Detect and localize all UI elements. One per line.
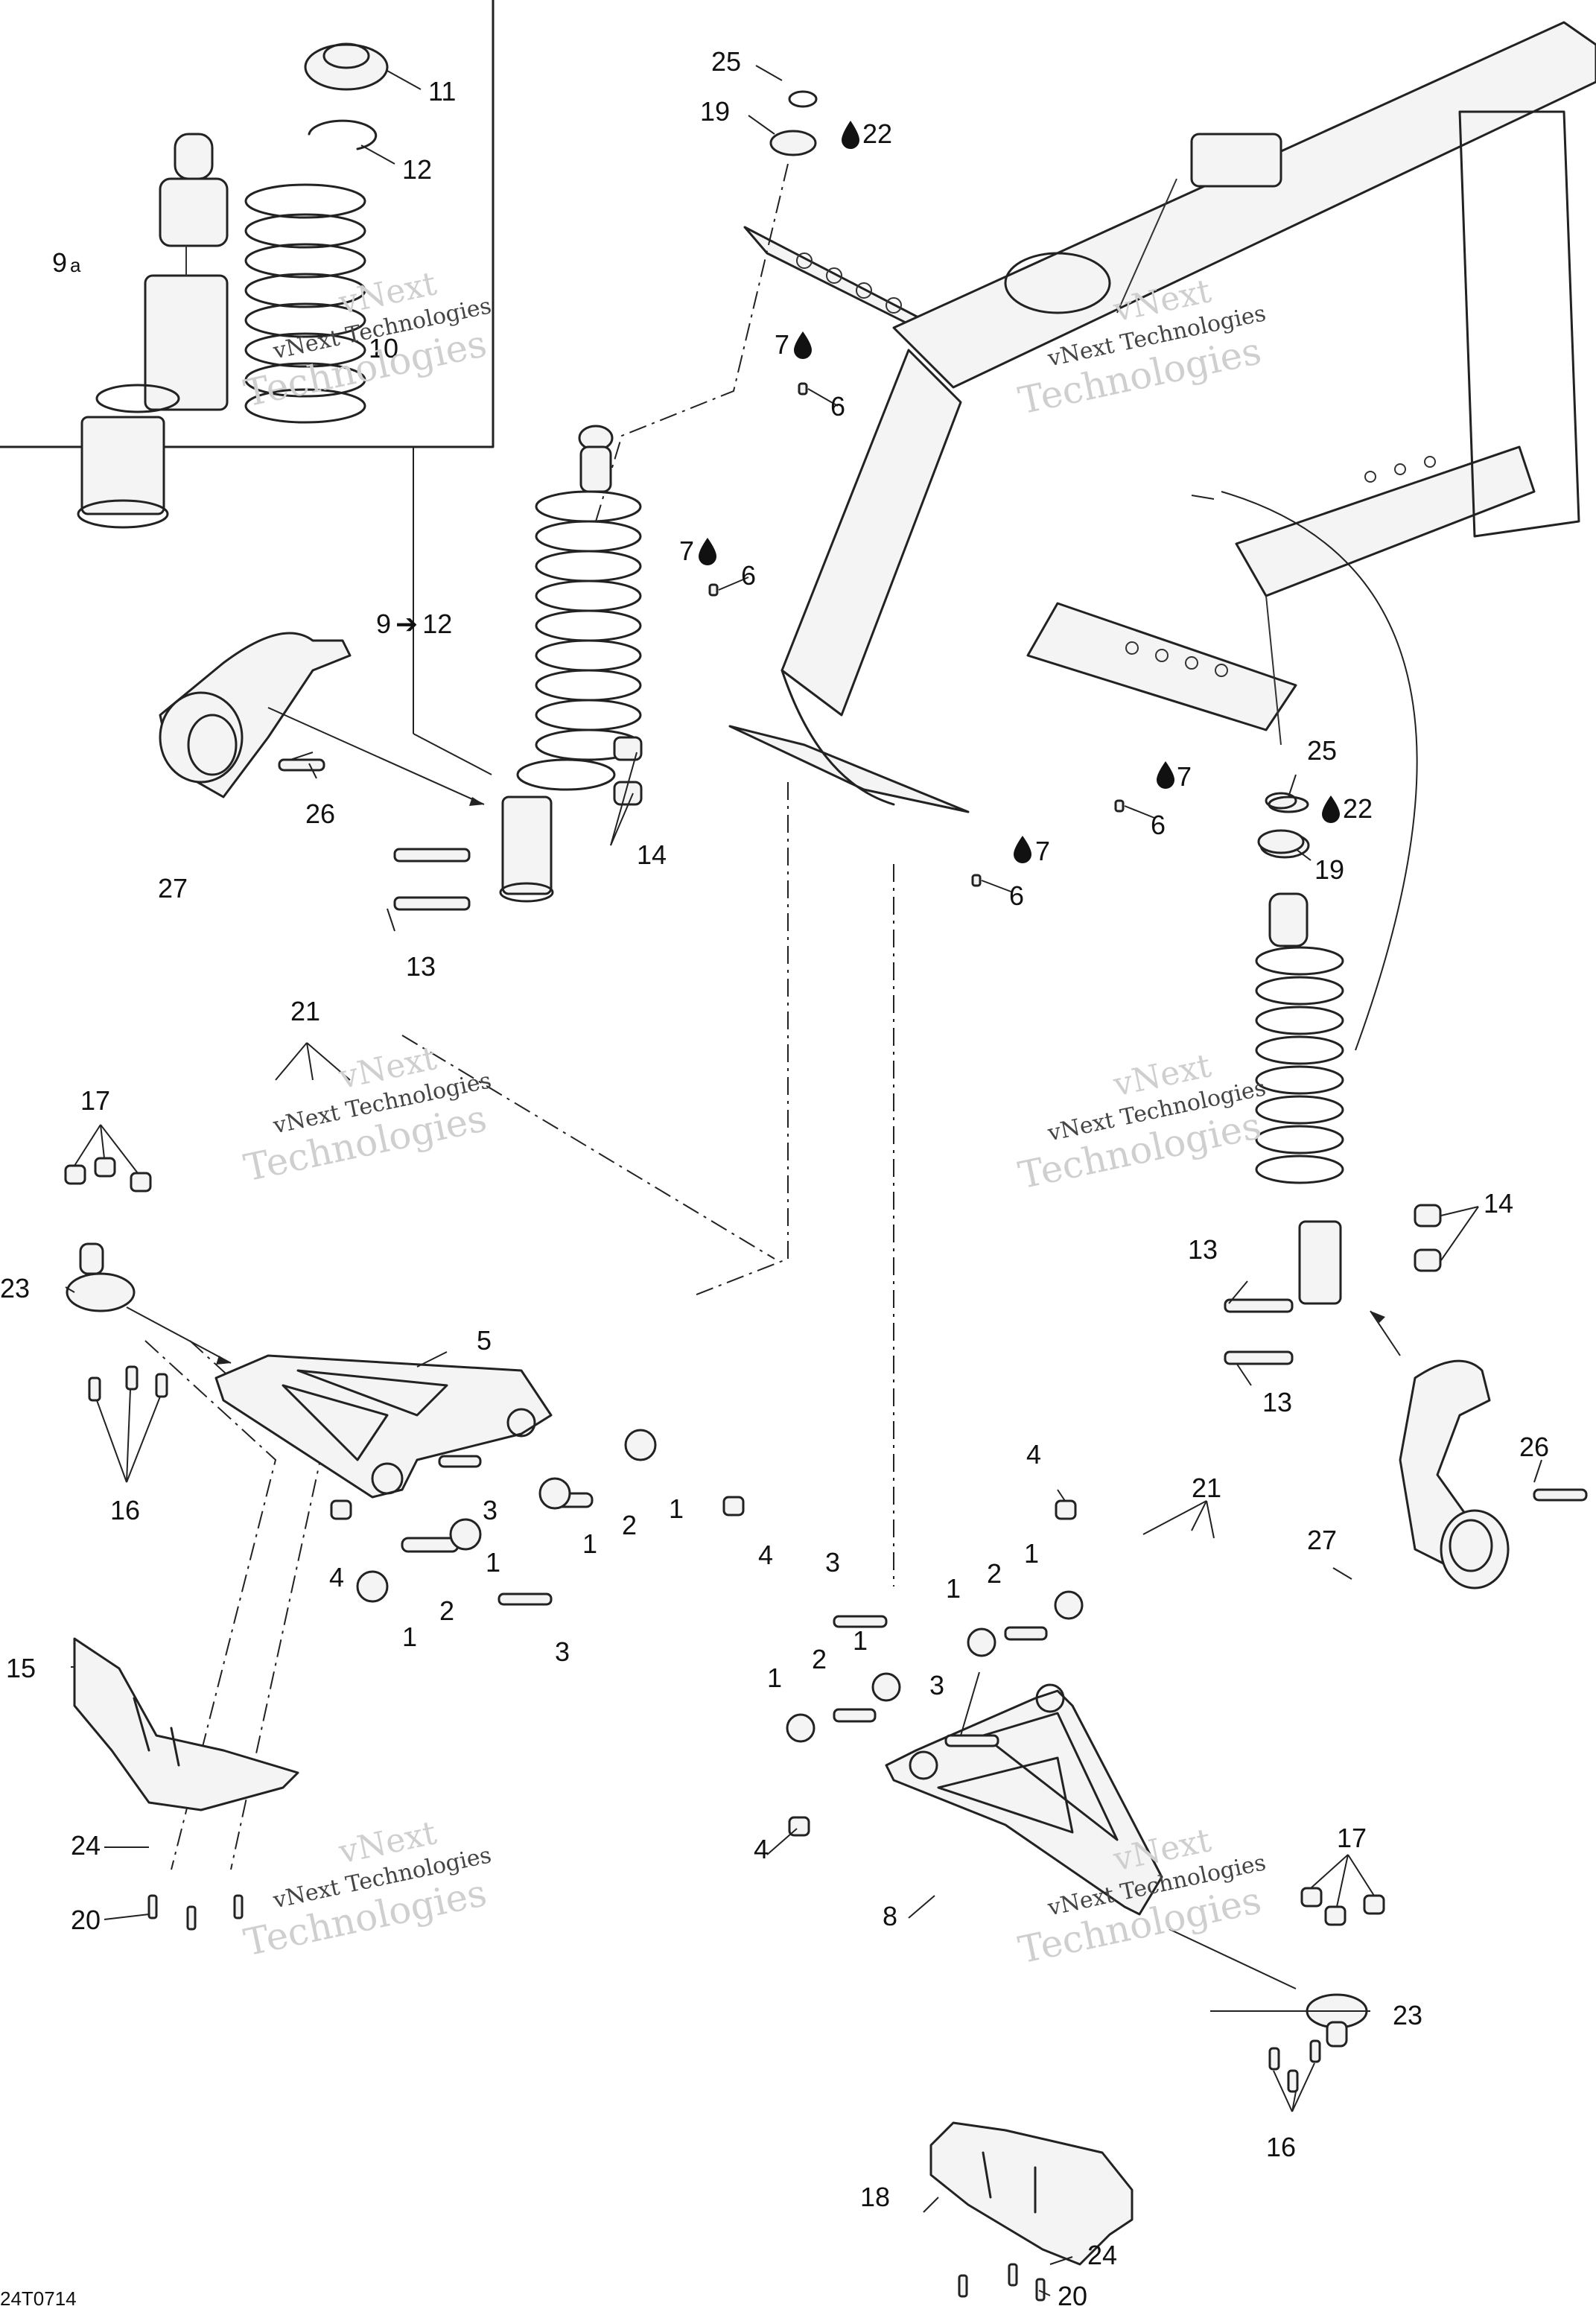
callout-22-top: 22 [862, 118, 892, 149]
callout-1-right-a: 1 [946, 1573, 961, 1604]
callout-2-right-b: 2 [812, 1644, 827, 1674]
callout-22-right: 22 [1343, 793, 1373, 824]
callout-7-b: 7 [679, 536, 694, 566]
right-ball-joint-23 [1169, 1887, 1385, 2093]
oil-drop-icon [1157, 761, 1174, 789]
callout-19-top: 19 [700, 96, 730, 127]
callout-3-right-b: 3 [929, 1670, 944, 1700]
callout-21-left: 21 [290, 996, 320, 1026]
callout-6-d: 6 [1009, 880, 1024, 911]
callout-8: 8 [883, 1901, 897, 1931]
callout-17-left: 17 [80, 1085, 110, 1116]
spring-seat-11 [304, 42, 422, 91]
callout-13-right-b: 13 [1262, 1387, 1292, 1417]
callout-16-left: 16 [110, 1495, 140, 1525]
callout-6-a: 6 [830, 391, 845, 422]
callout-7-d: 7 [1035, 836, 1050, 866]
left-ball-joint-23 [64, 1157, 232, 1402]
callout-11: 11 [428, 76, 456, 107]
retainer-12 [308, 119, 395, 165]
callout-24-left: 24 [71, 1830, 101, 1861]
callout-12-inset: 12 [402, 154, 432, 185]
callout-19-right: 19 [1314, 854, 1344, 885]
callout-1-left-b: 1 [582, 1528, 597, 1559]
callout-3-left-b: 3 [555, 1636, 570, 1667]
vehicle-frame [728, 21, 1596, 813]
callout-4-left-a: 4 [758, 1540, 773, 1570]
left-skid-plate-15 [73, 1637, 299, 1931]
callout-10: 10 [369, 333, 398, 363]
callout-1-right-b: 1 [1024, 1538, 1039, 1569]
shock-absorber-9a [77, 133, 229, 529]
left-arm-hardware [330, 1429, 745, 1606]
callout-4-right-b: 4 [754, 1834, 769, 1864]
callout-3-left-a: 3 [483, 1495, 497, 1525]
callout-13-right-a: 13 [1188, 1234, 1218, 1265]
callout-13-left: 13 [406, 951, 436, 982]
callout-4-right-a: 4 [1026, 1439, 1041, 1470]
callout-leaders [65, 65, 1542, 2296]
top-bushings [769, 90, 1305, 854]
left-steering-knuckle [159, 632, 485, 806]
right-arm-hardware [786, 1499, 1084, 1837]
callout-9a-number: 9 [52, 247, 67, 278]
callout-1-left-d: 1 [402, 1622, 417, 1652]
callout-24-right: 24 [1087, 2240, 1117, 2270]
callout-23-left: 23 [0, 1273, 30, 1303]
callout-2-left-a: 2 [622, 1510, 637, 1540]
oil-drop-icon [842, 121, 859, 149]
callout-4-left-b: 4 [329, 1562, 344, 1592]
callout-18: 18 [860, 2182, 890, 2212]
callout-21-right: 21 [1192, 1473, 1221, 1503]
callout-1-left-c: 1 [486, 1547, 500, 1578]
callout-1-left-a: 1 [669, 1493, 684, 1524]
callout-2-left-b: 2 [439, 1595, 454, 1626]
callout-23-right: 23 [1393, 2000, 1422, 2030]
callout-25-right: 25 [1307, 735, 1337, 766]
callout-25-top: 25 [711, 46, 741, 77]
callout-6-c: 6 [1151, 810, 1166, 840]
right-steering-knuckle [1370, 1310, 1588, 1590]
watermarks: vNext vNext Technologies Technologies vN… [241, 264, 1268, 1972]
callout-17-right: 17 [1337, 1823, 1367, 1853]
callout-26-right: 26 [1519, 1432, 1549, 1462]
callout-20-right: 20 [1058, 2281, 1087, 2311]
callout-27-left: 27 [158, 873, 188, 903]
callout-1-right-d: 1 [767, 1662, 782, 1693]
right-skid-plate-18 [929, 2121, 1134, 2302]
grease-fittings [708, 382, 1125, 887]
callout-26-left: 26 [305, 798, 335, 829]
callout-1-right-c: 1 [853, 1625, 868, 1656]
spring-10 [244, 183, 366, 424]
oil-drop-icon [1322, 795, 1340, 823]
callout-20-left: 20 [71, 1905, 101, 1935]
right-shock-absorber [1224, 795, 1442, 1365]
left-shock-hardware [393, 736, 643, 911]
oil-drop-icon [794, 331, 812, 359]
callout-3-right-a: 3 [825, 1547, 840, 1578]
callout-15: 15 [6, 1653, 36, 1683]
callout-16-right: 16 [1266, 2132, 1296, 2162]
callout-9-to-12: 9➔12 [376, 609, 452, 639]
callout-14-left: 14 [637, 839, 667, 870]
callout-7-c: 7 [1177, 761, 1192, 792]
oil-drop-icon [699, 538, 716, 565]
callout-14-right: 14 [1484, 1188, 1513, 1219]
callout-9a-suffix: a [70, 254, 81, 276]
callout-9-to-12-end: 12 [422, 609, 452, 639]
left-a-arm-5 [214, 1354, 553, 1499]
callout-5: 5 [477, 1325, 492, 1356]
callout-27-right: 27 [1307, 1525, 1337, 1555]
figure-code: 24T0714 [0, 2287, 77, 2310]
callout-6-b: 6 [741, 560, 756, 591]
callout-9-to-12-start: 9 [376, 609, 391, 639]
callout-2-right-a: 2 [987, 1558, 1002, 1589]
left-shock-absorber [499, 425, 642, 903]
callout-9-to-12-arrow: ➔ [395, 609, 418, 639]
oil-drop-icon [1014, 836, 1031, 863]
callout-7-a: 7 [775, 329, 789, 360]
